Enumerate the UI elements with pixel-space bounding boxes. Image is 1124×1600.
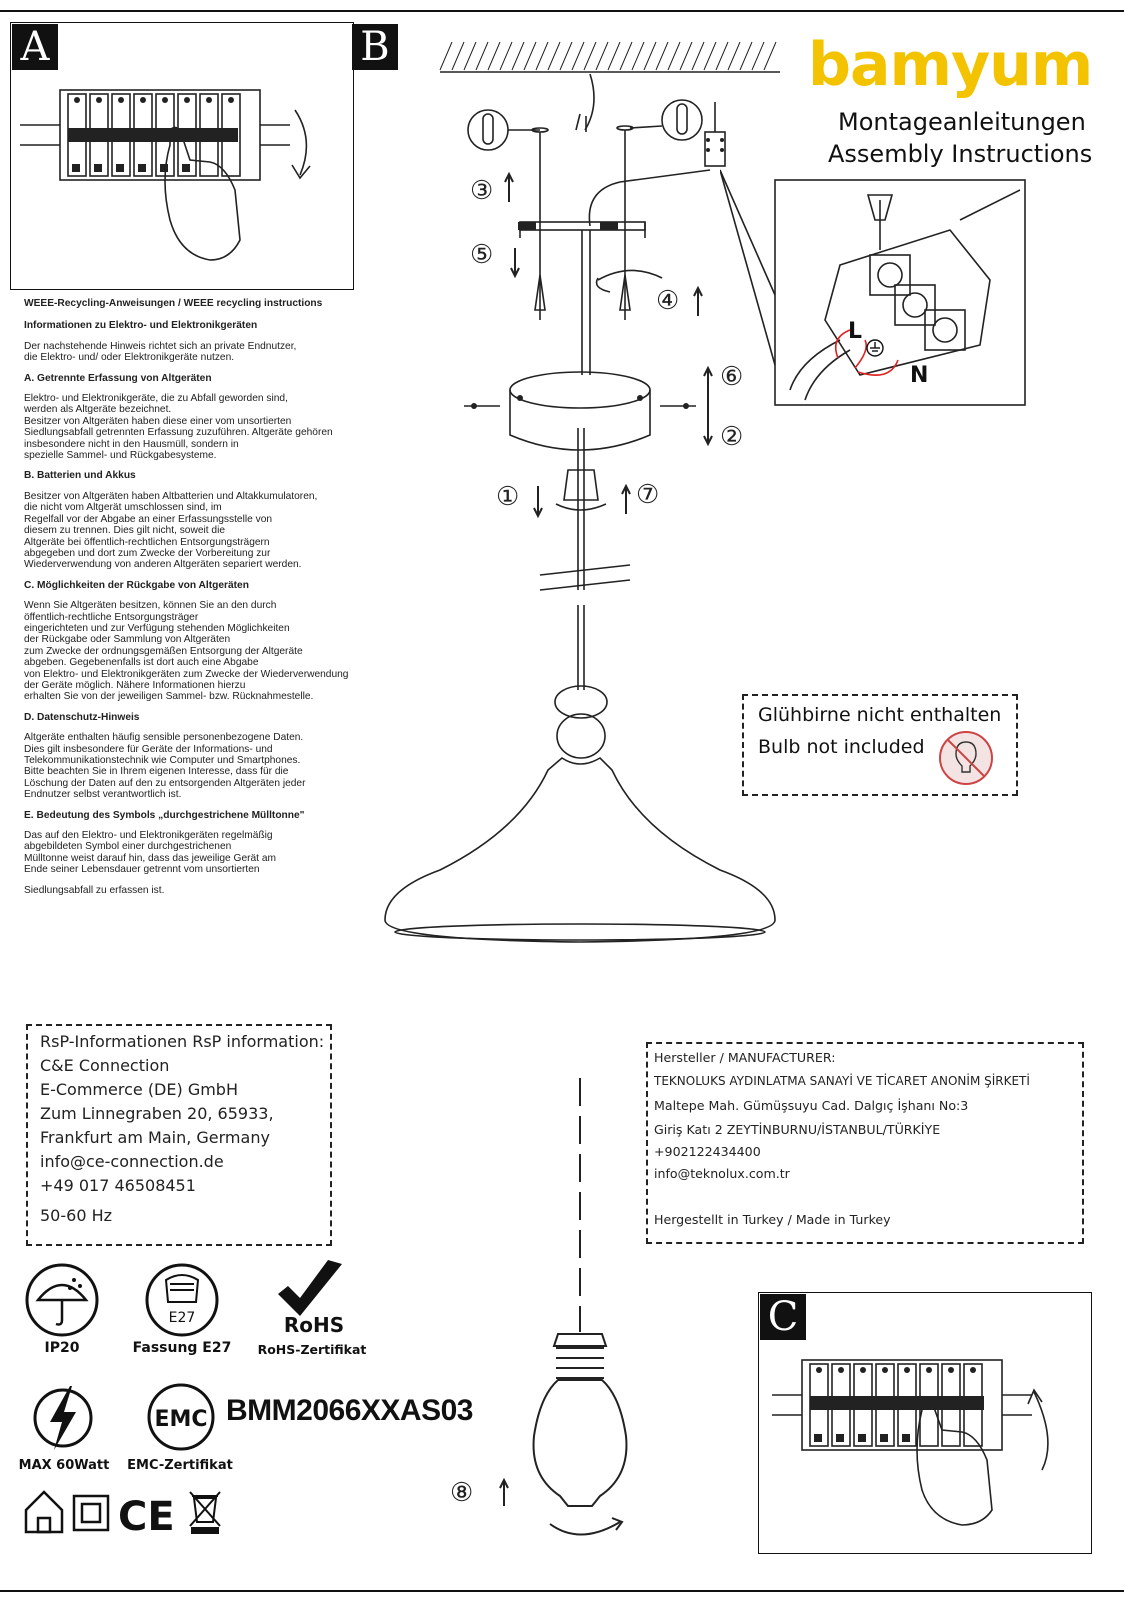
ip20-label: IP20 <box>44 1340 80 1356</box>
title-de: Montageanleitungen <box>838 108 1086 136</box>
bulb-notice-en: Bulb not included <box>758 736 925 758</box>
max-watt-icon <box>33 1386 93 1450</box>
bulb-install-drawing <box>532 1078 628 1536</box>
step-number: ③ <box>470 176 494 206</box>
breaker-off-illustration <box>20 89 311 261</box>
panel-b-badge: B <box>352 24 398 70</box>
weee-title: WEEE-Recycling-Anweisungen / WEEE recycl… <box>24 298 323 309</box>
e27-socket-icon: E27 <box>145 1263 219 1337</box>
breaker-on-illustration <box>772 1359 1049 1526</box>
manufacturer-box: Hersteller / MANUFACTURER: TEKNOLUKS AYD… <box>646 1042 1084 1244</box>
manufacturer-line: Hergestellt in Turkey / Made in Turkey <box>654 1212 891 1227</box>
ground-icon <box>866 339 884 357</box>
weee-bin-icon <box>189 1491 221 1534</box>
manufacturer-line: info@teknolux.com.tr <box>654 1166 790 1181</box>
weee-subtitle: Informationen zu Elektro- und Elektronik… <box>24 320 258 332</box>
pendant-assembly-drawing <box>384 41 780 943</box>
rohs-label: RoHS-Zertifikat <box>257 1342 367 1357</box>
manufacturer-line: Giriş Katı 2 ZEYTİNBURNU/İSTANBUL/TÜRKİY… <box>654 1122 941 1137</box>
model-number: BMM2066XXAS03 <box>226 1394 473 1427</box>
bulb-notice-de: Glühbirne nicht enthalten <box>758 704 1002 726</box>
weee-intro: Der nachstehende Hinweis richtet sich an… <box>24 340 297 364</box>
indoor-use-icon <box>24 1490 64 1534</box>
title-en: Assembly Instructions <box>828 140 1093 168</box>
brand-logo: bamyum <box>808 30 1093 100</box>
bulb-notice: Glühbirne nicht enthalten Bulb not inclu… <box>742 694 1018 796</box>
ip20-umbrella-icon <box>25 1263 99 1337</box>
wiring-detail: L N <box>720 169 1026 406</box>
top-rule <box>0 10 1124 12</box>
socket-label: Fassung E27 <box>132 1340 232 1356</box>
bottom-symbols: CE <box>24 1490 221 1536</box>
up-arrow-icon <box>499 1478 509 1506</box>
step-number: ⑥ <box>720 362 744 392</box>
wire-l-label: L <box>848 319 862 344</box>
ce-mark: CE <box>118 1494 175 1536</box>
weee-section-body: Besitzer von Altgeräten haben Altbatteri… <box>24 490 318 571</box>
rsp-line: +49 017 46508451 <box>40 1176 196 1195</box>
panel-a <box>10 22 354 290</box>
manufacturer-line: TEKNOLUKS AYDINLATMA SANAYİ VE TİCARET A… <box>654 1074 1030 1088</box>
weee-section-heading: E. Bedeutung des Symbols „durchgestriche… <box>24 809 305 821</box>
rohs-text: RoHS <box>284 1313 344 1337</box>
rsp-line: Zum Linnegraben 20, 65933, <box>40 1104 274 1123</box>
panel-c-badge: C <box>760 1294 806 1340</box>
step-number: ① <box>496 482 520 512</box>
emc-icon-text: EMC <box>154 1407 207 1432</box>
bottom-rule <box>0 1590 1124 1592</box>
weee-section-heading: C. Möglichkeiten der Rückgabe von Altger… <box>24 579 249 591</box>
panel-a-badge: A <box>12 24 58 70</box>
step-number: ⑤ <box>470 240 494 270</box>
step-number: ⑦ <box>636 480 660 510</box>
weee-section-body: Elektro- und Elektronikgeräte, die zu Ab… <box>24 393 333 462</box>
step-number: ② <box>720 422 744 452</box>
max-watt-label: MAX 60Watt <box>18 1458 110 1473</box>
emc-icon: EMC <box>147 1383 215 1451</box>
wire-n-label: N <box>910 363 928 388</box>
no-bulb-icon <box>939 731 993 785</box>
rsp-title: RsP-Informationen RsP information: <box>40 1032 325 1051</box>
rsp-line: C&E Connection <box>40 1056 170 1075</box>
weee-section-body: Das auf den Elektro- und Elektronikgerät… <box>24 830 276 876</box>
e27-icon-text: E27 <box>169 1310 196 1326</box>
rsp-line: E-Commerce (DE) GmbH <box>40 1080 238 1099</box>
manufacturer-line: Maltepe Mah. Gümüşsuyu Cad. Dalgıç İşhan… <box>654 1098 969 1113</box>
panel-c <box>758 1292 1092 1554</box>
weee-instructions: WEEE-Recycling-Anweisungen / WEEE recycl… <box>24 298 444 905</box>
weee-section-heading: D. Datenschutz-Hinweis <box>24 711 140 723</box>
step-number: ⑧ <box>450 1478 474 1508</box>
weee-section-body: Siedlungsabfall zu erfassen ist. <box>24 884 165 896</box>
rsp-info-box: RsP-Informationen RsP information: C&E C… <box>26 1024 332 1246</box>
rsp-line: Frankfurt am Main, Germany <box>40 1128 270 1147</box>
step-number: ④ <box>656 286 680 316</box>
class-ii-icon <box>72 1494 110 1532</box>
rohs-icon: RoHS <box>278 1260 344 1337</box>
emc-label: EMC-Zertifikat <box>127 1458 233 1473</box>
weee-section-body: Altgeräte enthalten häufig sensible pers… <box>24 732 306 801</box>
rsp-line: 50-60 Hz <box>40 1206 113 1225</box>
weee-section-heading: B. Batterien und Akkus <box>24 470 136 482</box>
rsp-line: info@ce-connection.de <box>40 1152 224 1171</box>
manufacturer-line: +902122434400 <box>654 1144 761 1159</box>
weee-section-body: Wenn Sie Altgeräten besitzen, können Sie… <box>24 600 349 703</box>
manufacturer-line: Hersteller / MANUFACTURER: <box>654 1050 836 1065</box>
weee-section-heading: A. Getrennte Erfassung von Altgeräten <box>24 372 212 384</box>
